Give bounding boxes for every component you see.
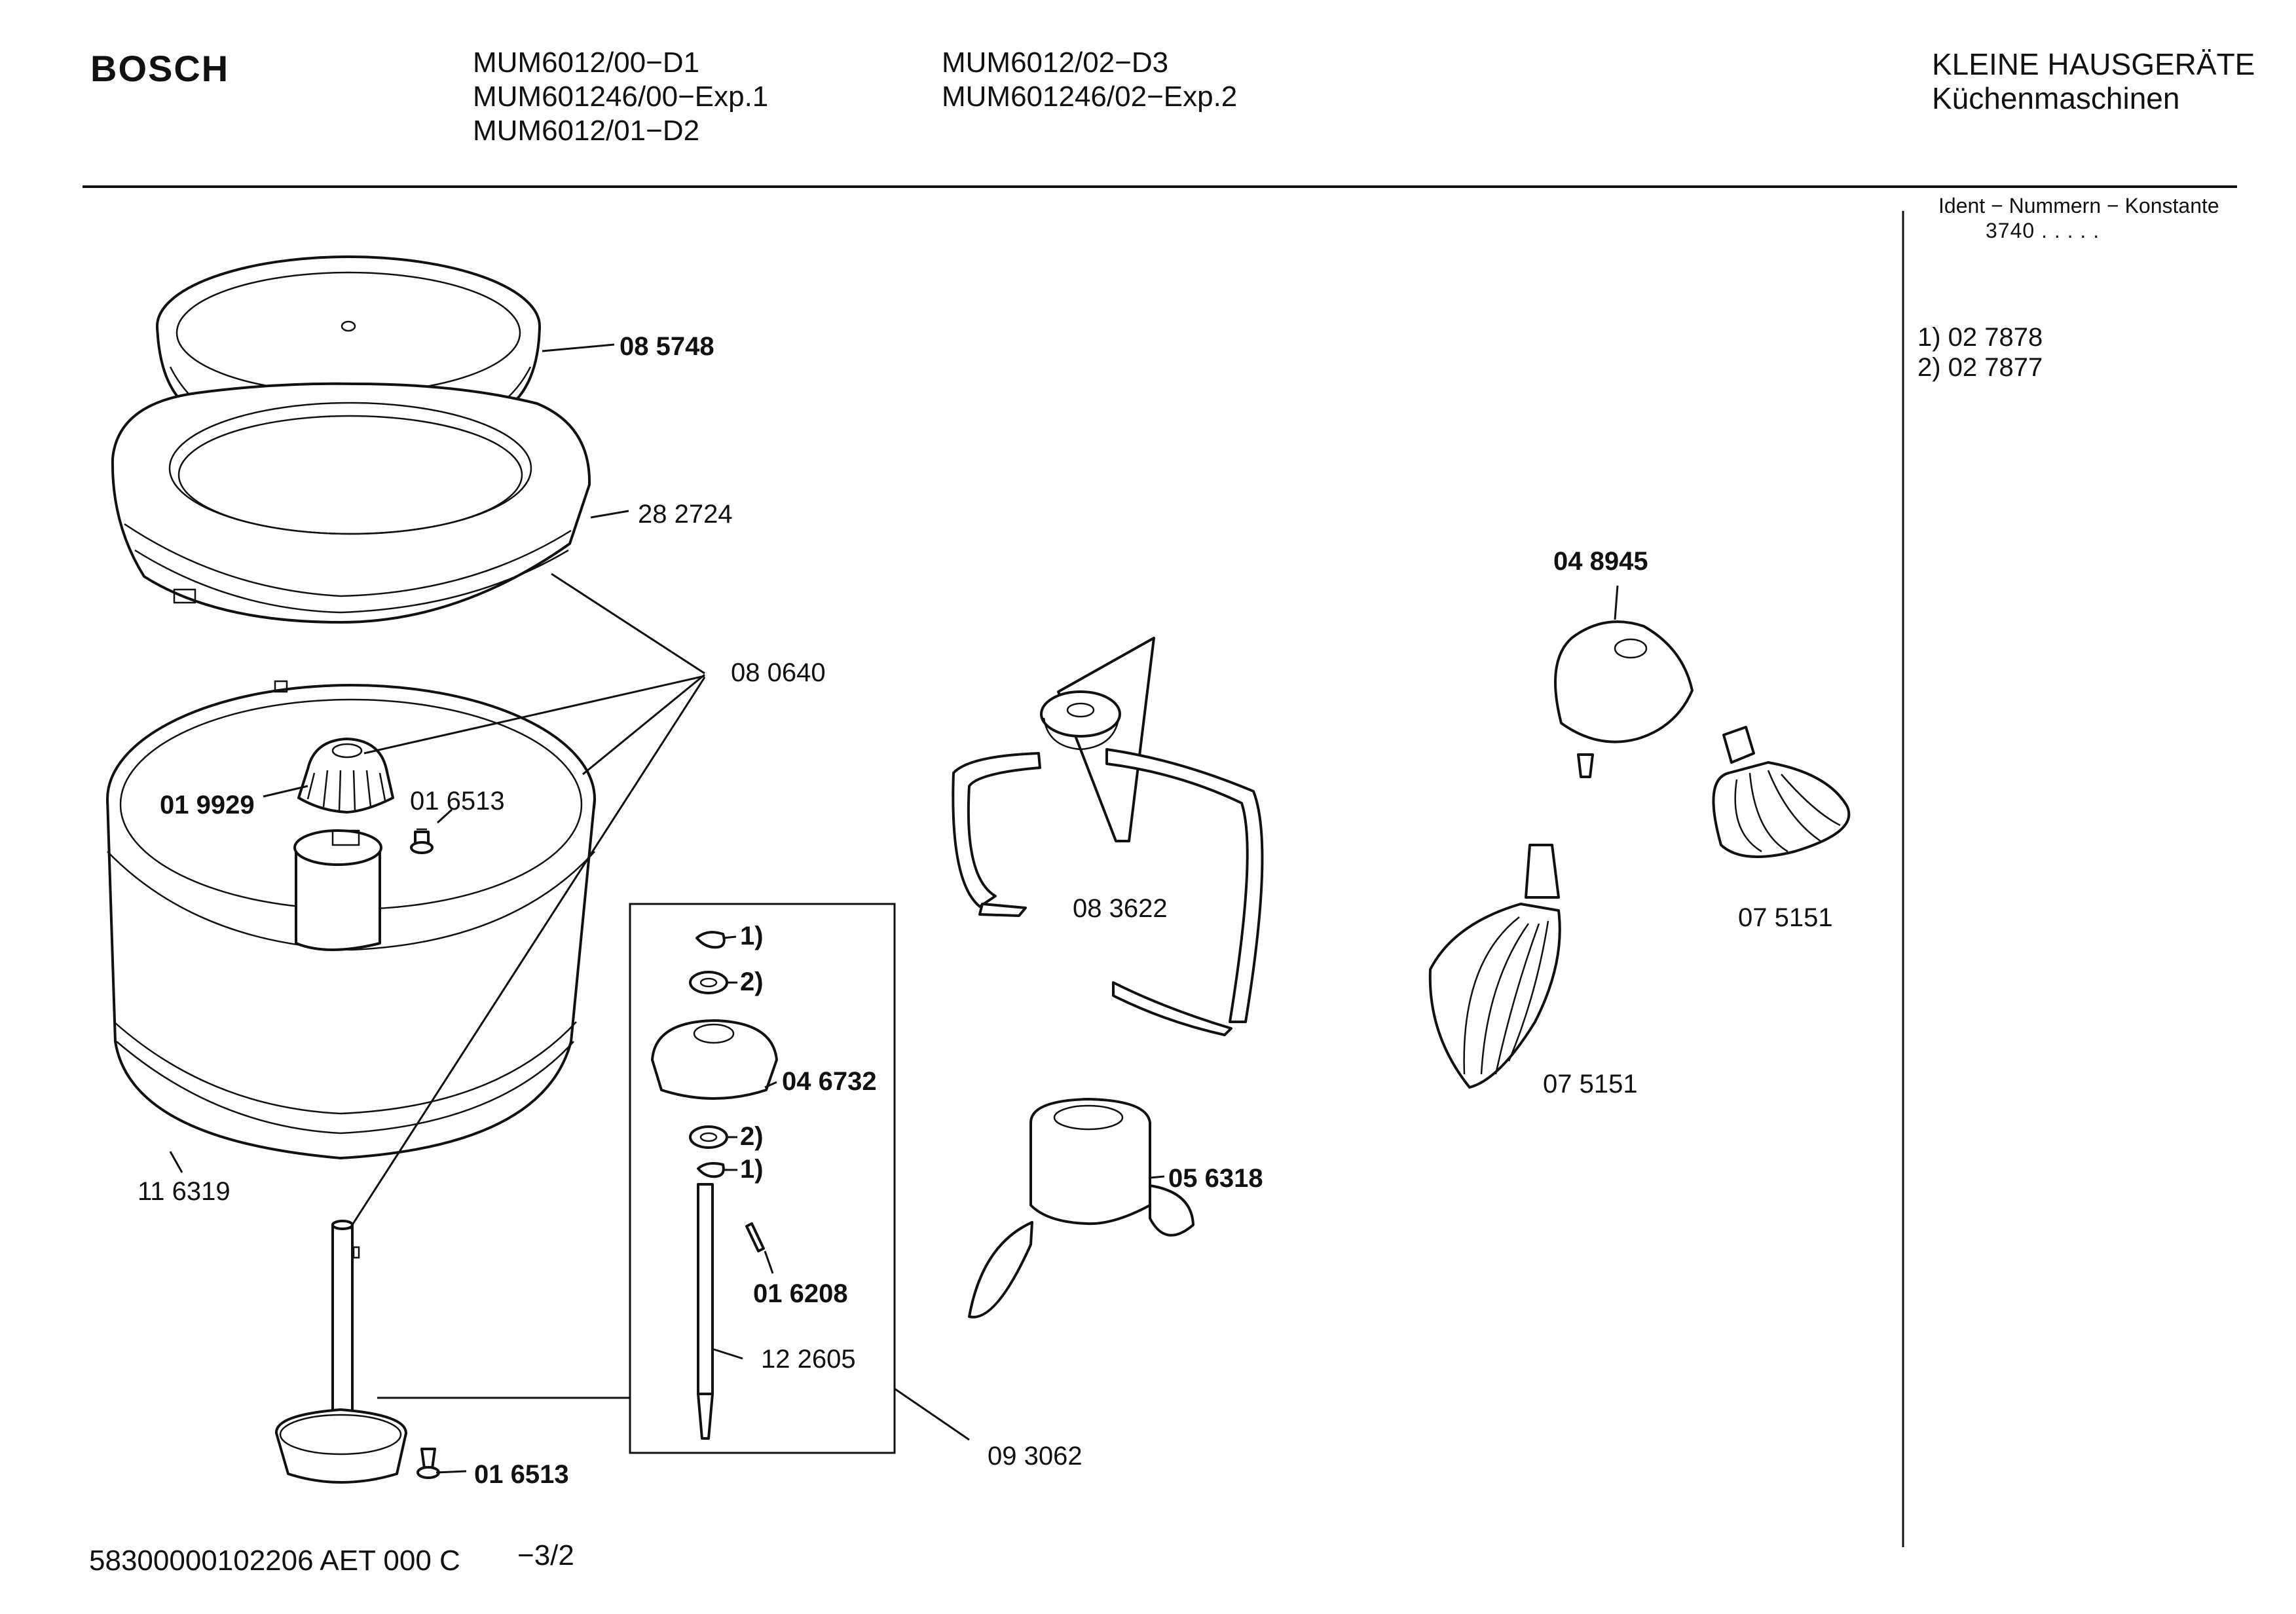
part-label: 04 8945	[1553, 547, 1648, 576]
part-label: 1)	[740, 922, 764, 950]
cover-cap-part	[1554, 620, 1694, 778]
category-title: KLEINE HAUSGERÄTE	[1932, 47, 2255, 81]
part-label: 01 9929	[160, 791, 255, 819]
part-label: 04 6732	[782, 1067, 877, 1096]
footnote-item: 2) 02 7877	[1917, 353, 2043, 382]
footnote-item: 1) 02 7878	[1917, 323, 2043, 352]
part-label: 08 5748	[620, 332, 714, 361]
model-item: MUM601246/00−Exp.1	[473, 81, 769, 113]
part-label: 05 6318	[1168, 1164, 1263, 1193]
part-label: 2)	[740, 1122, 764, 1151]
part-label: 11 6319	[138, 1177, 231, 1206]
blade-part	[968, 1098, 1194, 1319]
model-item: MUM6012/00−D1	[473, 47, 700, 79]
part-label: 08 3622	[1073, 894, 1168, 923]
part-label: 09 3062	[988, 1442, 1083, 1471]
model-item: MUM6012/02−D3	[942, 47, 1169, 79]
bottom-screw-part	[417, 1448, 440, 1479]
part-label: 01 6513	[474, 1460, 569, 1489]
ident-label: Ident − Nummern − Konstante	[1938, 194, 2219, 217]
model-item: MUM6012/01−D2	[473, 115, 700, 147]
screw-part	[410, 828, 434, 854]
footnote-list: 1) 02 7878 2) 02 7877	[1917, 322, 2043, 383]
model-list-1: MUM6012/00−D1 MUM601246/00−Exp.1 MUM6012…	[473, 46, 768, 148]
part-label: 12 2605	[761, 1345, 856, 1374]
large-whisk-part	[1428, 844, 1561, 1089]
ring-part	[111, 382, 591, 624]
part-label: 01 6208	[753, 1279, 848, 1308]
model-list-2: MUM6012/02−D3 MUM601246/02−Exp.2	[942, 46, 1237, 114]
ident-value: 3740 . . . . .	[1986, 219, 2100, 242]
part-label: 07 5151	[1543, 1070, 1638, 1098]
drive-assembly-part	[275, 1220, 407, 1484]
coupling-part	[297, 738, 394, 814]
leader-lines	[169, 343, 1619, 1474]
part-label: 08 0640	[731, 658, 826, 687]
box-contents	[651, 931, 778, 1440]
part-label: 2)	[740, 967, 764, 996]
document-code: 58300000102206 AET 000 C	[89, 1545, 460, 1577]
part-label: 07 5151	[1738, 903, 1833, 932]
small-whisk-part	[1712, 726, 1851, 858]
part-labels: 08 5748 28 2724 08 0640 01 9929 01 6513 …	[138, 332, 1833, 1489]
parts-detail-box	[629, 903, 896, 1454]
page-number: −3/2	[517, 1539, 574, 1571]
category-subtitle: Küchenmaschinen	[1932, 81, 2180, 115]
dough-hook-part	[952, 637, 1264, 1036]
model-item: MUM601246/02−Exp.2	[942, 81, 1238, 113]
part-label: 1)	[740, 1155, 764, 1184]
part-label: 01 6513	[410, 787, 505, 816]
category: KLEINE HAUSGERÄTE Küchenmaschinen	[1932, 47, 2255, 115]
part-label: 28 2724	[638, 500, 733, 529]
brand-logo: BOSCH	[90, 48, 230, 89]
